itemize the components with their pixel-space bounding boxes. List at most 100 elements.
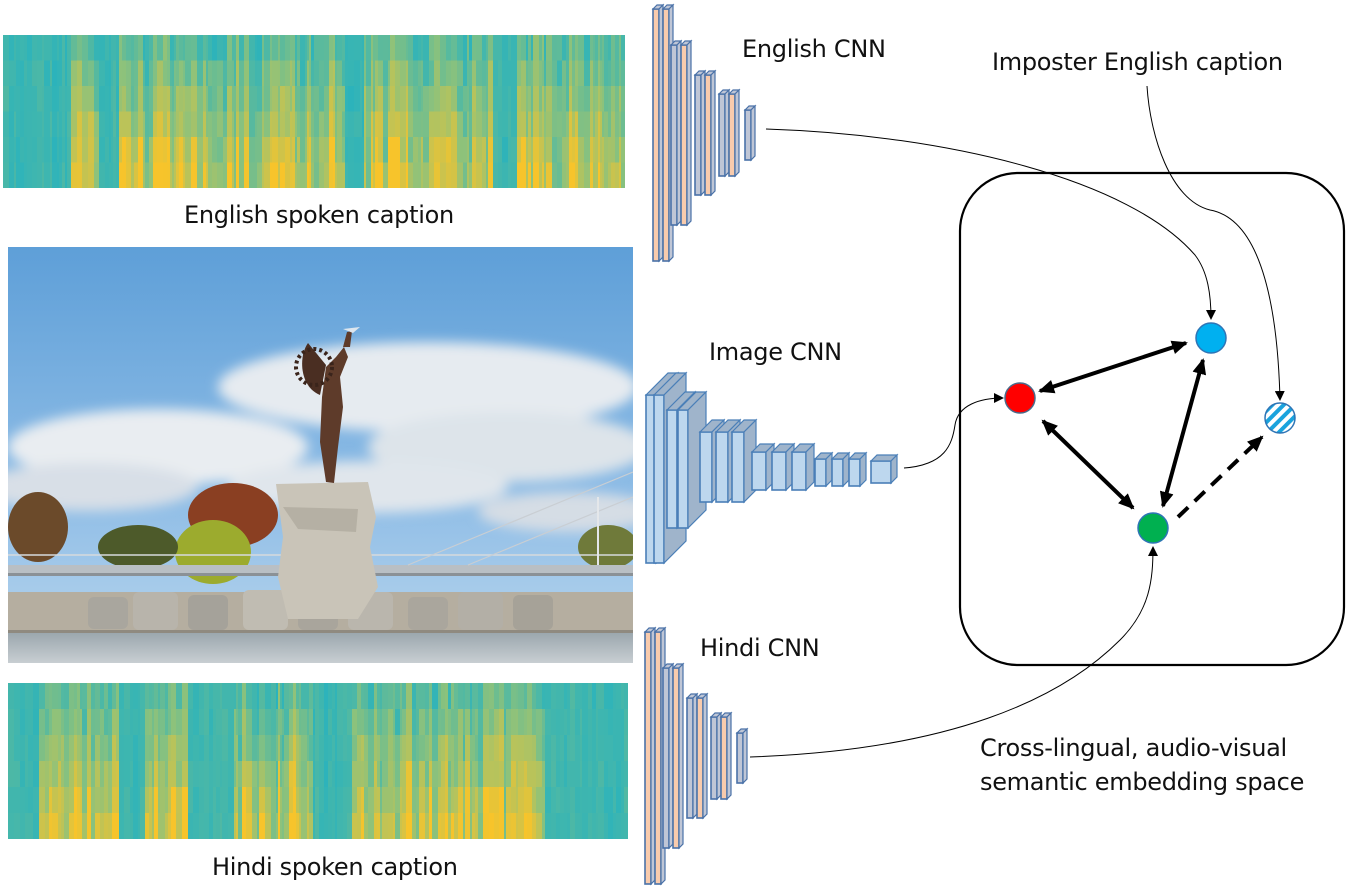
spectrogram-cell <box>364 35 367 61</box>
spectrogram-cell <box>588 735 593 762</box>
spectrogram-cell <box>527 761 533 788</box>
spectrogram-cell <box>134 35 139 61</box>
spectrogram-cell <box>377 787 381 814</box>
spectrogram-cell <box>395 813 401 839</box>
spectrogram-cell <box>377 813 381 839</box>
spectrogram-cell <box>14 787 21 814</box>
spectrogram-cell <box>130 683 134 710</box>
spectrogram-cell <box>236 787 239 814</box>
spectrogram-cell <box>445 683 449 710</box>
spectrogram-cell <box>429 761 433 788</box>
spectrogram-cell <box>569 162 573 188</box>
spectrogram-cell <box>483 709 490 736</box>
spectrogram-cell <box>360 111 363 138</box>
spectrogram-cell <box>400 111 407 138</box>
spectrogram-cell <box>57 162 60 188</box>
spectrogram-cell <box>526 35 529 61</box>
spectrogram-cell <box>44 162 51 188</box>
spectrogram-cell <box>272 86 279 112</box>
spectrogram-cell <box>259 787 266 814</box>
spectrogram-cell <box>465 735 471 762</box>
spectrogram-cell <box>400 787 403 814</box>
spectrogram-cell <box>185 137 192 163</box>
cnn-layer-slab-top <box>813 452 834 460</box>
cnn-layer-slab <box>771 451 787 491</box>
spectrogram-cell <box>393 813 396 839</box>
spectrogram-cell <box>621 162 625 188</box>
spectrogram-cell <box>170 162 173 188</box>
spectrogram-cell <box>289 683 294 710</box>
spectrogram-cell <box>149 683 153 710</box>
spectrogram-cell <box>315 761 320 788</box>
spectrogram-cell <box>324 735 329 762</box>
spectrogram-cell <box>362 162 365 188</box>
spectrogram-cell <box>217 35 224 61</box>
embedding-space-label-line1: Cross-lingual, audio-visual <box>980 734 1287 762</box>
spectrogram-cell <box>319 86 325 112</box>
spectrogram-cell <box>278 137 281 163</box>
spectrogram-cell <box>165 735 169 762</box>
spectrogram-cell <box>299 683 302 710</box>
spectrogram-cell <box>209 813 214 839</box>
spectrogram-cell <box>557 60 563 87</box>
spectrogram-cell <box>27 60 33 87</box>
spectrogram-cell <box>518 761 525 788</box>
spectrogram-cell <box>511 111 518 138</box>
spectrogram-cell <box>109 86 112 112</box>
spectrogram-cell <box>188 735 194 762</box>
spectrogram-cell <box>80 813 83 839</box>
cnn-layer-slab <box>736 732 744 784</box>
spectrogram-cell <box>371 35 374 61</box>
spectrogram-cell <box>157 162 164 188</box>
spectrogram-cell <box>77 111 83 138</box>
spectrogram-cell <box>590 60 594 87</box>
spectrogram-cell <box>354 86 361 112</box>
spectrogram-cell <box>441 787 446 814</box>
spectrogram-cell <box>208 60 213 87</box>
spectrogram-cell <box>388 162 391 188</box>
spectrogram-cell <box>521 111 527 138</box>
spectrogram-cell <box>285 137 291 163</box>
spectrogram-cell <box>402 683 407 710</box>
spectrogram-cell <box>185 162 192 188</box>
spectrogram-cell <box>313 813 316 839</box>
spectrogram-cell <box>527 813 533 839</box>
spectrogram-cell <box>165 761 169 788</box>
spectrogram-cell <box>270 162 273 188</box>
cnn-layer-slab <box>715 431 729 503</box>
cnn-layer-slab <box>696 697 704 819</box>
spectrogram-cell <box>560 709 565 736</box>
spectrogram-cell <box>65 86 68 112</box>
spectrogram-cell <box>290 162 293 188</box>
spectrogram-cell <box>502 137 509 163</box>
spectrogram-cell <box>472 735 476 762</box>
spectrogram-cell <box>470 761 473 788</box>
spectrogram-cell <box>429 709 433 736</box>
cnn-layer-slab-side <box>702 692 708 820</box>
spectrogram-cell <box>615 137 620 163</box>
spectrogram-cell <box>421 35 424 61</box>
spectrogram-cell <box>602 111 605 138</box>
spectrogram-cell <box>511 60 518 87</box>
spectrogram-cell <box>165 709 169 736</box>
spectrogram-cell <box>111 86 114 112</box>
spectrogram-cell <box>486 86 489 112</box>
spectrogram-cell <box>87 787 92 814</box>
spectrogram-cell <box>59 60 63 87</box>
spectrogram-cell <box>309 735 314 762</box>
spectrogram-cell <box>578 162 585 188</box>
spectrogram-cell <box>504 709 507 736</box>
spectrogram-cell <box>27 86 33 112</box>
spectrogram-cell <box>244 86 250 112</box>
spectrogram-cell <box>259 735 266 762</box>
spectrogram-cell <box>545 735 552 762</box>
cnn-layer-slab-top <box>671 663 685 669</box>
spectrogram-cell <box>246 683 253 710</box>
spectrogram-cell <box>557 162 563 188</box>
cnn-layer-slab-side <box>655 371 679 565</box>
spectrogram-cell <box>508 60 512 87</box>
spectrogram-cell <box>271 709 277 736</box>
spectrogram-cell <box>280 813 283 839</box>
spectrogram-cell <box>611 35 616 61</box>
spectrogram-cell <box>472 137 477 163</box>
